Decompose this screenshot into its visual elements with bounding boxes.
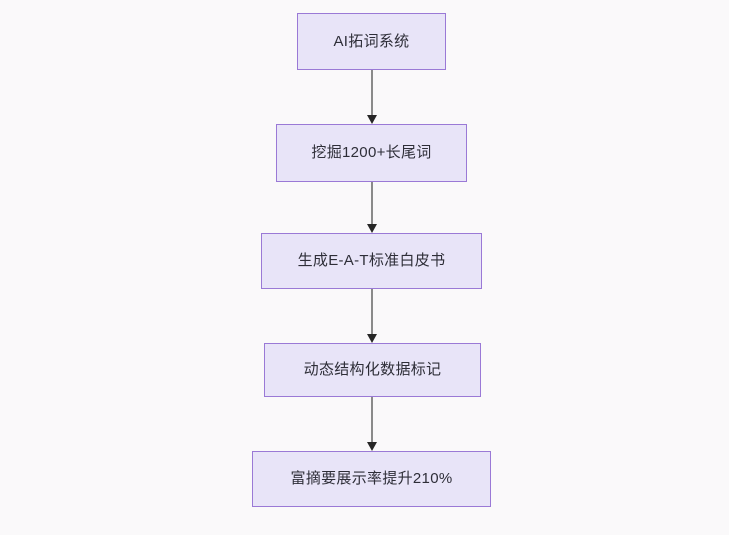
connector-line xyxy=(371,397,374,444)
flow-node-label: 挖掘1200+长尾词 xyxy=(311,144,432,161)
flow-node-label: 富摘要展示率提升210% xyxy=(290,470,453,487)
arrowhead-icon xyxy=(366,224,377,233)
flow-node-label: 生成E-A-T标准白皮书 xyxy=(297,252,446,269)
flow-node-label: AI拓词系统 xyxy=(333,32,410,50)
connector-line xyxy=(371,182,374,226)
flow-connector xyxy=(366,289,377,343)
flow-node-label: 动态结构化数据标记 xyxy=(303,361,442,378)
flow-connector xyxy=(366,182,377,233)
flow-connector xyxy=(366,397,377,451)
flow-node-ai-keyword-system[interactable]: AI拓词系统 xyxy=(297,13,446,70)
flow-node-mine-longtail-keywords[interactable]: 挖掘1200+长尾词 xyxy=(276,124,467,182)
arrowhead-icon xyxy=(366,115,377,124)
connector-line xyxy=(371,289,374,336)
flow-connector xyxy=(366,70,377,124)
flow-node-rich-snippet-impression-uplift[interactable]: 富摘要展示率提升210% xyxy=(252,451,491,507)
arrowhead-icon xyxy=(366,442,377,451)
arrowhead-icon xyxy=(366,334,377,343)
flow-node-dynamic-structured-data-markup[interactable]: 动态结构化数据标记 xyxy=(264,343,481,397)
flow-node-generate-eat-whitepaper[interactable]: 生成E-A-T标准白皮书 xyxy=(261,233,482,289)
connector-line xyxy=(371,70,374,117)
